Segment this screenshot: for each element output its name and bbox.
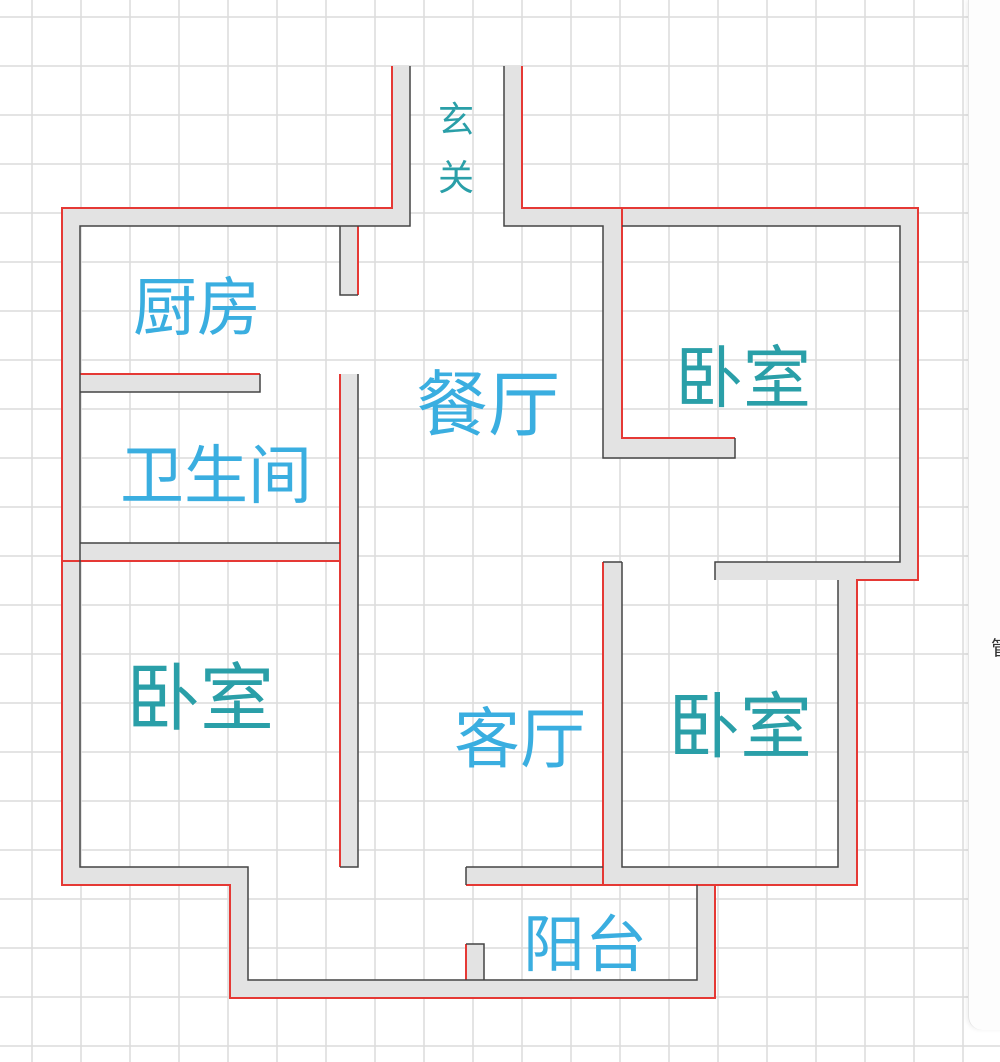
inner-wall-line [340, 374, 359, 868]
wall-segment [603, 562, 622, 885]
wall-segment [697, 867, 715, 998]
inner-wall-line [503, 66, 736, 459]
outer-wall-lines [61, 66, 919, 999]
label-bedroom-top-right: 卧室 [675, 340, 811, 419]
wall-segment [230, 867, 248, 998]
label-entrance-1: 玄 [438, 100, 474, 141]
wall-segment [715, 562, 918, 580]
wall-segment [340, 374, 358, 867]
wall-segment [466, 944, 484, 980]
inner-wall-lines [79, 66, 901, 981]
wall-segment [504, 66, 522, 226]
wall-segment [62, 543, 358, 561]
label-dining: 餐厅 [416, 363, 560, 447]
side-panel[interactable]: 管 [968, 0, 1000, 1030]
inner-wall-line [79, 66, 698, 981]
label-balcony: 阳台 [523, 908, 647, 981]
inner-wall-line [622, 225, 901, 580]
wall-segment [62, 867, 248, 885]
wall-segment [80, 374, 260, 392]
inner-wall-line [621, 562, 839, 868]
outer-wall-line [621, 208, 735, 439]
wall-segment [603, 438, 735, 458]
side-panel-text: 管 [991, 632, 1000, 661]
wall-segment [504, 208, 918, 226]
outer-wall-line [61, 66, 919, 999]
label-living: 客厅 [454, 701, 586, 778]
wall-segment [838, 562, 857, 885]
label-kitchen: 厨房 [133, 272, 261, 346]
inner-wall-line [466, 943, 485, 980]
wall-segment [603, 226, 622, 458]
wall-segment [466, 867, 857, 885]
inner-wall-line [80, 374, 261, 393]
wall-segment [392, 66, 410, 226]
label-bathroom: 卫生间 [120, 440, 312, 514]
walls [62, 66, 918, 998]
wall-segment [340, 226, 358, 295]
wall-segment [62, 208, 410, 226]
label-bedroom-left: 卧室 [126, 656, 274, 742]
label-entrance-2: 关 [438, 158, 474, 199]
label-bedroom-bottom-right: 卧室 [668, 685, 812, 769]
wall-segment [900, 208, 918, 580]
inner-wall-line [339, 226, 358, 296]
wall-segment [230, 980, 715, 998]
